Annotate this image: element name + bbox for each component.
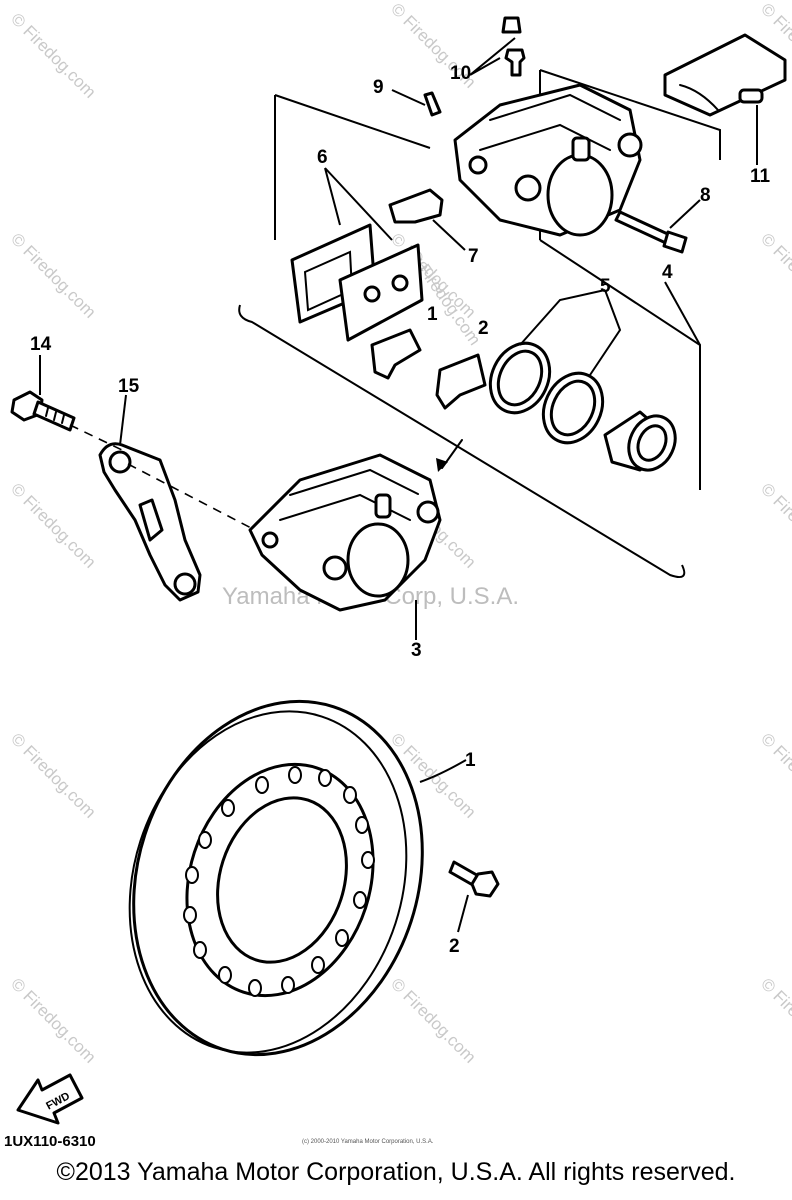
pad-shims	[370, 328, 487, 410]
part-14-bolt	[10, 390, 76, 432]
callout-14: 14	[30, 334, 52, 355]
svg-text:© Firedog.com: © Firedog.com	[7, 9, 99, 101]
part-10-bleed-screw	[501, 16, 526, 77]
callout-15: 15	[118, 376, 140, 397]
svg-text:© Firedog.com: © Firedog.com	[7, 974, 99, 1066]
callout-2: 2	[449, 936, 460, 957]
callout-1-shim: 1	[427, 304, 438, 325]
callout-6: 6	[317, 147, 328, 168]
part-11-caliper-cover	[663, 33, 787, 117]
svg-text:© Firedog.com: © Firedog.com	[757, 479, 792, 571]
caliper-body-upper	[453, 83, 643, 237]
copyright-footer: ©2013 Yamaha Motor Corporation, U.S.A. A…	[56, 1158, 736, 1186]
part-8-pin	[614, 210, 688, 254]
callout-9: 9	[373, 77, 384, 98]
part-3-caliper-assembly	[248, 453, 442, 612]
svg-text:© Firedog.com: © Firedog.com	[387, 974, 479, 1066]
callout-7: 7	[468, 246, 479, 267]
part-7-pad-spring	[388, 188, 444, 224]
callout-5: 5	[600, 276, 611, 297]
callout-3: 3	[411, 640, 422, 661]
diagram-code: 1UX110-6310	[4, 1133, 96, 1150]
svg-text:© Firedog.com: © Firedog.com	[757, 974, 792, 1066]
assembly-arrow	[436, 439, 463, 472]
callout-8: 8	[700, 185, 711, 206]
leader-lines	[39, 37, 758, 933]
part-2-disc-bolt	[448, 860, 500, 898]
part-6-brake-pads	[290, 223, 424, 342]
fine-print: (c) 2000-2010 Yamaha Motor Corporation, …	[302, 1139, 434, 1145]
disc-holes	[183, 766, 375, 997]
svg-text:© Firedog.com: © Firedog.com	[757, 729, 792, 821]
callout-2-shim: 2	[478, 318, 489, 339]
fwd-arrow-icon: FWD	[16, 1073, 84, 1125]
callout-1: 1	[465, 750, 476, 771]
part-15-caliper-bracket	[98, 442, 202, 602]
callout-11: 11	[750, 166, 771, 187]
svg-text:© Firedog.com: © Firedog.com	[7, 479, 99, 571]
svg-text:© Firedog.com: © Firedog.com	[7, 729, 99, 821]
part-9-clip	[423, 91, 442, 117]
part-5-seals	[488, 341, 605, 445]
callout-4: 4	[662, 262, 673, 283]
part-4-piston	[603, 410, 677, 472]
assembly-lines	[69, 424, 256, 531]
part-1-brake-disc	[128, 699, 424, 1057]
callout-10: 10	[450, 63, 471, 84]
callout-numbers: 9 10 11 8 7 6 4 5 1 2 14 15 3 1 2	[30, 63, 771, 957]
svg-text:© Firedog.com: © Firedog.com	[757, 229, 792, 321]
svg-text:© Firedog.com: © Firedog.com	[7, 229, 99, 321]
